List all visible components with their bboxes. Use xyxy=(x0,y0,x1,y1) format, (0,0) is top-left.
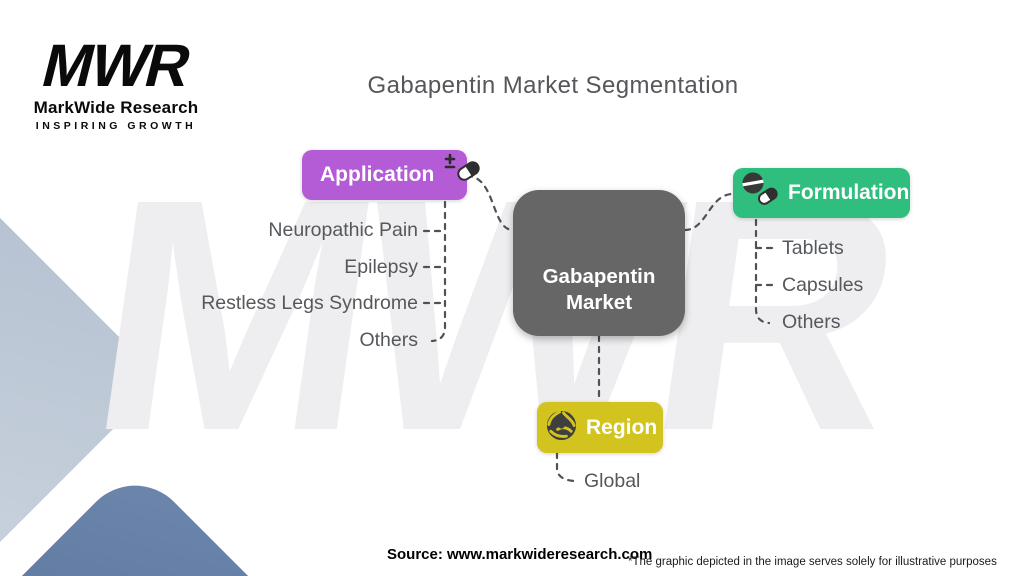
pill-plus-minus-icon xyxy=(442,150,481,197)
leaf-item-global: Global xyxy=(584,470,641,492)
page-title: Gabapentin Market Segmentation xyxy=(367,72,739,99)
source-attribution: Source: www.markwideresearch.com xyxy=(387,546,653,563)
leaf-item-neuropathic-pain: Neuropathic Pain xyxy=(268,219,418,241)
application-label: Application xyxy=(320,163,435,186)
connector-formulation-spine xyxy=(754,218,771,325)
branch-node-region: Region xyxy=(537,402,663,453)
disclaimer-note: *The graphic depicted in the image serve… xyxy=(628,556,997,568)
region-label: Region xyxy=(586,415,658,439)
center-node-label: Gabapentin Market xyxy=(542,265,656,314)
logo-acronym: MWR xyxy=(35,32,197,99)
connector-application-spine xyxy=(430,200,447,343)
leaf-item-capsules: Capsules xyxy=(782,274,864,296)
globe-icon xyxy=(545,409,578,447)
leaf-item-formulation-others: Others xyxy=(782,311,841,333)
logo-name: MarkWide Research xyxy=(33,98,199,117)
center-node-gabapentin-market: Gabapentin Market xyxy=(513,190,685,336)
markwide-research-logo: MWR MarkWide Research INSPIRING GROWTH xyxy=(30,32,202,132)
branch-node-formulation: Formulation xyxy=(733,168,910,218)
connector-region-global xyxy=(555,451,577,483)
leaf-item-application-others: Others xyxy=(359,329,418,351)
connector-application-center xyxy=(465,174,515,232)
branch-node-application: Application xyxy=(302,150,481,200)
formulation-label: Formulation xyxy=(788,181,910,204)
logo-tagline: INSPIRING GROWTH xyxy=(35,120,197,132)
leaf-item-tablets: Tablets xyxy=(782,237,844,259)
connector-center-formulation xyxy=(683,192,735,232)
tablet-capsule-icon xyxy=(740,170,782,217)
leaf-item-epilepsy: Epilepsy xyxy=(344,256,418,278)
leaf-item-restless-legs-syndrome: Restless Legs Syndrome xyxy=(201,292,418,314)
